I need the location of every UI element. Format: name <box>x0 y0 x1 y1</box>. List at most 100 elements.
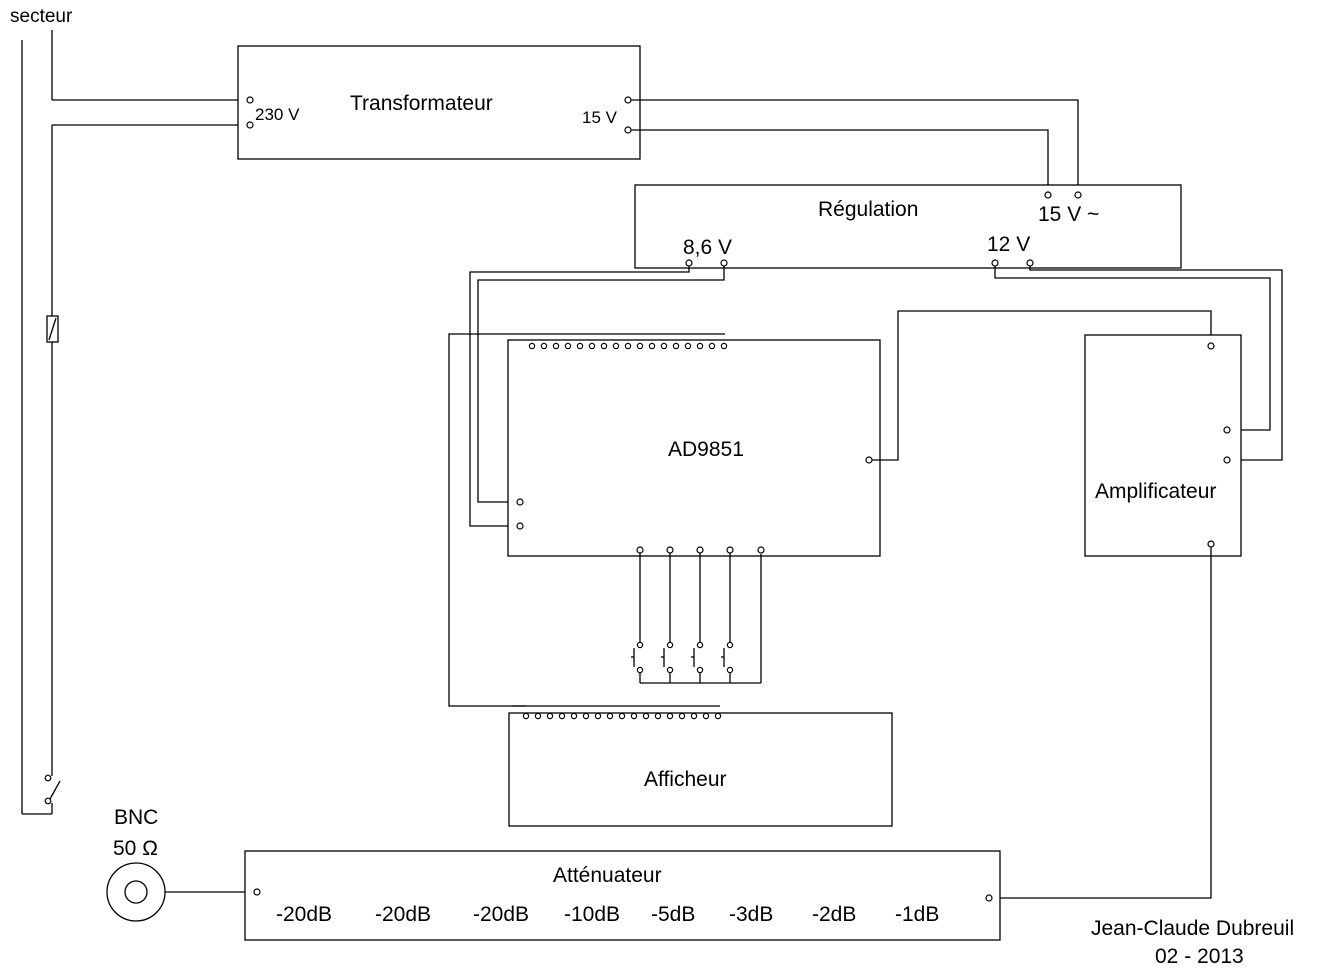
attenuator-step: -10dB <box>564 903 620 926</box>
pin-terminal <box>546 712 554 720</box>
pin-terminal <box>654 712 662 720</box>
bnc-impedance-label: 50 Ω <box>113 837 158 860</box>
attenuator-step: -20dB <box>473 903 529 926</box>
attenuator-step: -20dB <box>276 903 332 926</box>
pin-terminal <box>660 342 668 350</box>
pin-terminal <box>678 712 686 720</box>
power-switch <box>44 774 61 805</box>
dds-output-terminal <box>865 456 873 464</box>
ac-supply-wires <box>631 99 1079 192</box>
button-terminal <box>666 641 674 649</box>
mains-wires <box>21 30 247 815</box>
pin-terminal <box>594 712 602 720</box>
regulation-8v6-label: 8,6 V <box>683 236 732 259</box>
dds-supply-terminal <box>516 522 524 530</box>
attenuator-input-terminal <box>985 894 993 902</box>
display-box <box>508 712 893 827</box>
pin-terminal <box>606 712 614 720</box>
transformer-secondary-terminal <box>624 96 632 104</box>
amplifier-box <box>1084 334 1242 557</box>
pin-terminal <box>636 342 644 350</box>
dds-pin-header <box>528 342 728 350</box>
pin-terminal <box>642 712 650 720</box>
transformer-box <box>237 45 641 160</box>
regulation-12v-terminal <box>1026 259 1034 267</box>
button-terminal <box>726 641 734 649</box>
button-terminal <box>666 666 674 674</box>
button-terminal <box>696 666 704 674</box>
button-terminal <box>696 641 704 649</box>
pin-terminal <box>522 712 530 720</box>
pin-terminal <box>672 342 680 350</box>
display-title: Afficheur <box>644 768 727 791</box>
pin-terminal <box>588 342 596 350</box>
amplifier-to-attenuator-wire <box>992 547 1212 899</box>
button-pin-terminal <box>636 546 644 554</box>
button-pin-terminal <box>757 546 765 554</box>
rf-signal-wire <box>872 310 1212 461</box>
transformer-primary-terminal <box>246 96 254 104</box>
dds-box <box>507 339 881 557</box>
dds-supply-wires <box>469 266 725 527</box>
attenuator-step: -2dB <box>812 903 856 926</box>
attenuator-step: -5dB <box>651 903 695 926</box>
pin-terminal <box>600 342 608 350</box>
attenuator-step: -20dB <box>375 903 431 926</box>
amplifier-supply-terminal <box>1223 456 1231 464</box>
attenuator-title: Atténuateur <box>553 864 662 887</box>
button-pin-terminal <box>726 546 734 554</box>
pin-terminal <box>558 712 566 720</box>
amplifier-supply-wires <box>994 266 1283 461</box>
mains-label: secteur <box>10 6 73 27</box>
transformer-primary-terminal <box>246 121 254 129</box>
regulation-8v6-terminal <box>720 259 728 267</box>
bnc-label: BNC <box>114 806 158 829</box>
pin-terminal <box>696 342 704 350</box>
pin-terminal <box>714 712 722 720</box>
pin-terminal <box>630 712 638 720</box>
pin-terminal <box>552 342 560 350</box>
push-buttons <box>631 553 734 683</box>
attenuator-steps: -20dB -20dB -20dB -10dB -5dB -3dB -2dB -… <box>276 903 939 926</box>
display-bus-wire <box>448 333 526 707</box>
pin-terminal <box>690 712 698 720</box>
regulation-8v6-terminal <box>685 259 693 267</box>
amplifier-title: Amplificateur <box>1095 480 1216 503</box>
display-pin-header <box>522 712 722 720</box>
dds-title: AD9851 <box>668 438 744 461</box>
date-credit: 02 - 2013 <box>1155 945 1244 968</box>
pin-terminal <box>708 342 716 350</box>
pin-terminal <box>540 342 548 350</box>
button-terminal <box>726 666 734 674</box>
regulation-title: Régulation <box>818 198 918 221</box>
dds-supply-terminal <box>516 498 524 506</box>
transformer-primary-label: 230 V <box>255 105 300 124</box>
pin-terminal <box>648 342 656 350</box>
regulation-box <box>634 184 1182 269</box>
amplifier-input-terminal <box>1207 342 1215 350</box>
pin-terminal <box>576 342 584 350</box>
regulation-input-label: 15 V ~ <box>1038 203 1099 226</box>
pin-terminal <box>582 712 590 720</box>
attenuator-step: -1dB <box>895 903 939 926</box>
button-pin-terminal <box>696 546 704 554</box>
pin-terminal <box>534 712 542 720</box>
transformer-title: Transformateur <box>350 92 493 115</box>
regulation-ac-terminal <box>1044 191 1052 199</box>
pin-terminal <box>618 712 626 720</box>
transformer-secondary-terminal <box>624 126 632 134</box>
author-credit: Jean-Claude Dubreuil <box>1091 917 1294 940</box>
pin-terminal <box>702 712 710 720</box>
fuse-element <box>48 317 57 341</box>
pin-terminal <box>684 342 692 350</box>
button-pin-terminal <box>666 546 674 554</box>
attenuator-output-terminal <box>253 888 261 896</box>
pin-terminal <box>570 712 578 720</box>
pin-terminal <box>720 342 728 350</box>
transformer-secondary-label: 15 V <box>582 108 618 127</box>
amplifier-supply-terminal <box>1223 426 1231 434</box>
button-terminal <box>636 666 644 674</box>
regulation-ac-terminal <box>1074 191 1082 199</box>
regulation-12v-label: 12 V <box>987 233 1030 256</box>
